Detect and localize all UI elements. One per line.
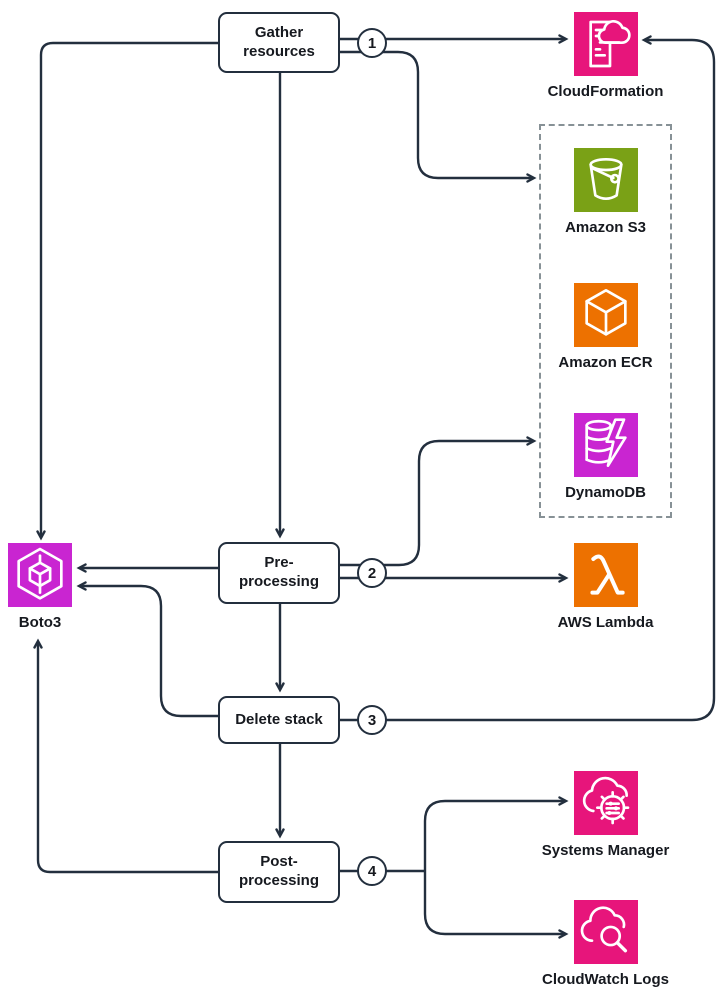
task-label: Pre- processing <box>238 554 320 590</box>
node-aws-lambda: AWS Lambda <box>539 543 672 631</box>
node-amazon-ecr: Amazon ECR <box>539 283 672 371</box>
lambda-icon <box>573 543 638 607</box>
node-label: Amazon ECR <box>558 354 653 371</box>
node-amazon-s3: Amazon S3 <box>539 148 672 236</box>
task-delete-stack: Delete stack <box>218 696 340 744</box>
step-number: 4 <box>367 862 377 880</box>
node-label: Amazon S3 <box>565 219 646 236</box>
step-number: 3 <box>367 711 377 729</box>
s3-icon <box>573 148 638 212</box>
systems-manager-icon <box>573 771 638 835</box>
step-badge-3: 3 <box>357 705 387 735</box>
task-post-processing: Post- processing <box>218 841 340 903</box>
boto3-icon <box>8 543 72 607</box>
step-badge-4: 4 <box>357 856 387 886</box>
node-label: DynamoDB <box>565 484 646 501</box>
node-label: CloudFormation <box>547 83 664 100</box>
cloudwatch-logs-icon <box>573 900 638 964</box>
node-label: AWS Lambda <box>557 614 654 631</box>
task-label: Delete stack <box>235 710 323 728</box>
node-cloudformation: CloudFormation <box>539 12 672 100</box>
node-boto3: Boto3 <box>0 543 90 631</box>
node-dynamodb: DynamoDB <box>539 413 672 501</box>
step-badge-2: 2 <box>357 558 387 588</box>
step-number: 2 <box>367 564 377 582</box>
task-gather-resources: Gather resources <box>218 12 340 73</box>
node-cloudwatch-logs: CloudWatch Logs <box>539 900 672 988</box>
node-label: CloudWatch Logs <box>542 971 669 988</box>
dynamodb-icon <box>573 413 638 477</box>
resource-group-dashed-box <box>539 124 672 518</box>
task-label: Gather resources <box>243 23 315 60</box>
task-pre-processing: Pre- processing <box>218 542 340 604</box>
ecr-icon <box>573 283 638 347</box>
node-systems-manager: Systems Manager <box>539 771 672 859</box>
cloudformation-icon <box>573 12 638 76</box>
node-label: Systems Manager <box>541 842 670 859</box>
node-label: Boto3 <box>18 614 62 631</box>
task-label: Post- processing <box>238 853 320 889</box>
step-number: 1 <box>367 34 377 52</box>
step-badge-1: 1 <box>357 28 387 58</box>
